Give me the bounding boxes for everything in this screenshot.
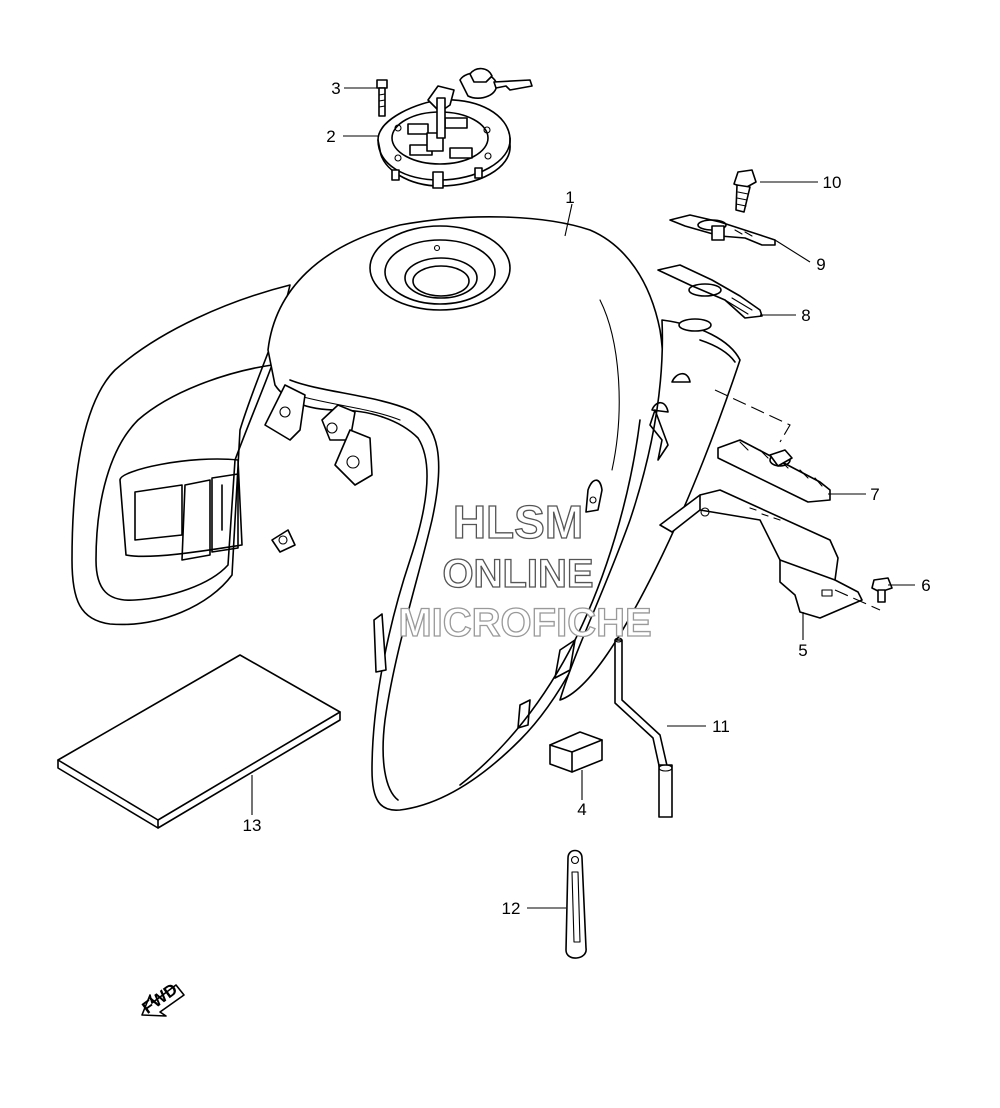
part-6-screw[interactable] <box>871 577 893 603</box>
leader-lines <box>251 87 915 909</box>
callouts: 1 2 3 4 5 6 7 8 9 10 11 12 13 <box>243 79 931 918</box>
part-13-pad[interactable] <box>57 654 341 829</box>
part-2-fuel-cap[interactable] <box>377 67 533 189</box>
callout-11: 11 <box>712 717 730 736</box>
part-4-block[interactable] <box>549 731 603 773</box>
part-8-rubber-mount[interactable] <box>657 264 763 319</box>
callout-9: 9 <box>816 255 825 274</box>
callout-5: 5 <box>798 641 807 660</box>
callout-8: 8 <box>801 306 810 325</box>
part-12-strap[interactable] <box>565 849 587 959</box>
watermark-line3: MICROFICHE <box>398 601 651 645</box>
assembly-line <box>714 389 791 443</box>
assembly-line-6 <box>834 589 881 611</box>
callout-2: 2 <box>326 127 335 146</box>
callout-10: 10 <box>823 173 842 192</box>
part-1-fuel-tank[interactable] <box>71 215 741 811</box>
part-11-hose[interactable] <box>614 637 673 818</box>
watermark: HLSM ONLINE MICROFICHE <box>398 495 653 645</box>
callout-1: 1 <box>565 188 574 207</box>
callout-7: 7 <box>870 485 879 504</box>
part-10-bolt[interactable] <box>733 169 757 213</box>
watermark-line1: HLSM <box>453 496 583 548</box>
part-3-screw[interactable] <box>376 79 388 117</box>
part-7-cushion[interactable] <box>717 439 831 503</box>
part-5-bracket[interactable] <box>659 489 863 619</box>
fwd-arrow-icon: FWD <box>139 979 185 1018</box>
callout-3: 3 <box>331 79 340 98</box>
callout-13: 13 <box>243 816 262 835</box>
callout-4: 4 <box>577 800 586 819</box>
watermark-line2: ONLINE <box>442 552 593 596</box>
part-9-bracket[interactable] <box>669 214 776 246</box>
callout-6: 6 <box>921 576 930 595</box>
callout-12: 12 <box>502 899 521 918</box>
